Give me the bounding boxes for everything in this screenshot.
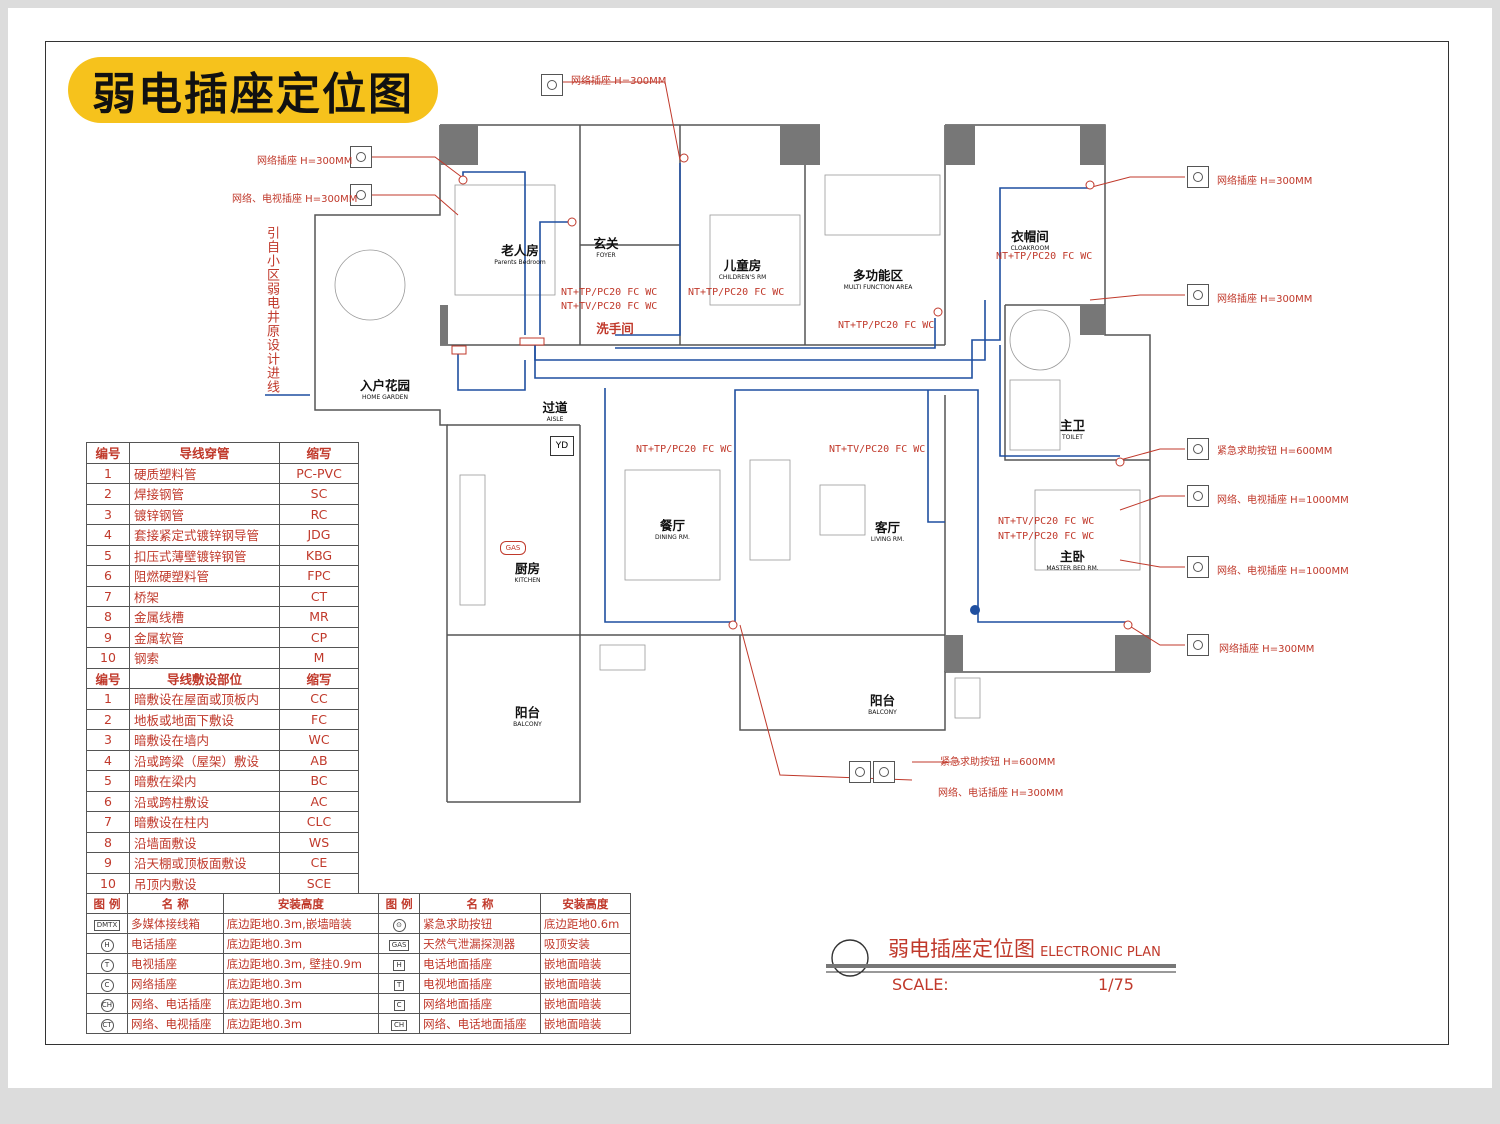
socket-icon xyxy=(1187,556,1209,578)
scale-label: SCALE: xyxy=(892,975,949,994)
socket-icon xyxy=(1187,485,1209,507)
page-title: 弱电插座定位图 xyxy=(68,57,438,123)
table-row: T 电视插座底边距地0.3m, 壁挂0.9m H 电话地面插座嵌地面暗装 xyxy=(86,953,632,974)
callout-label: 网络、电视插座 H=1000MM xyxy=(1217,566,1349,577)
socket-icon xyxy=(350,146,372,168)
tv-socket-symbol-icon: T xyxy=(100,958,114,972)
socket-icon xyxy=(350,184,372,206)
network-socket-symbol-icon: C xyxy=(100,978,114,992)
circuit-label: NT+TP/PC20 FC WC xyxy=(838,320,935,331)
table-row: CT 网络、电视插座底边距地0.3m CH 网络、电话地面插座嵌地面暗装 xyxy=(86,1013,632,1034)
emergency-button-icon xyxy=(873,761,895,783)
network-phone-socket-symbol-icon: CH xyxy=(100,998,114,1012)
symbol-legend-table: 图 例 名 称 安装高度 图 例 名 称 安装高度 DMTX 多媒体接线箱底边距… xyxy=(86,893,632,1034)
table-row: H 电话插座底边距地0.3m GAS 天然气泄漏探测器吸顶安装 xyxy=(86,933,632,954)
callout-label: 网络、电话插座 H=300MM xyxy=(938,788,1064,799)
callout-label: 紧急求助按钮 H=600MM xyxy=(1217,446,1333,457)
phone-socket-symbol-icon: H xyxy=(100,938,114,952)
circuit-label: NT+TP/PC20 FC WC xyxy=(688,287,785,298)
circuit-label: NT+TV/PC20 FC WC xyxy=(998,516,1095,527)
callout-label: 网络、电视插座 H=300MM xyxy=(232,194,358,205)
table-row: C 网络插座底边距地0.3m T 电视地面插座嵌地面暗装 xyxy=(86,973,632,994)
circuit-label: NT+TP/PC20 FC WC xyxy=(561,287,658,298)
circuit-label: NT+TV/PC20 FC WC xyxy=(829,444,926,455)
callout-label: 网络插座 H=300MM xyxy=(571,76,667,87)
callout-label: 网络插座 H=300MM xyxy=(1217,176,1313,187)
callout-label: 紧急求助按钮 H=600MM xyxy=(940,757,1056,768)
dmtx-symbol-icon: DMTX xyxy=(93,920,121,931)
floor-network-phone-socket-symbol-icon: CH xyxy=(391,1020,408,1031)
gas-detector-symbol-icon: GAS xyxy=(388,940,410,951)
table-row: CH 网络、电话插座底边距地0.3m C 网络地面插座嵌地面暗装 xyxy=(86,993,632,1014)
socket-icon xyxy=(1187,284,1209,306)
socket-icon xyxy=(1187,634,1209,656)
gas-detector-tag: GAS xyxy=(500,541,526,555)
room-washroom: 洗手间 xyxy=(596,321,634,336)
socket-icon xyxy=(1187,166,1209,188)
scale-value: 1/75 xyxy=(1098,975,1134,994)
socket-icon xyxy=(541,74,563,96)
emergency-button-symbol-icon: ⊙ xyxy=(392,918,406,932)
callout-label: 网络插座 H=300MM xyxy=(1217,294,1313,305)
yd-tag: YD xyxy=(550,436,574,456)
incoming-line-note: 引自小区弱电井原设计进线 xyxy=(264,226,279,394)
drawing-title-block: 弱电插座定位图 ELECTRONIC PLAN xyxy=(888,933,1161,963)
floor-tv-socket-symbol-icon: T xyxy=(393,980,405,991)
circuit-label: NT+TV/PC20 FC WC xyxy=(561,301,658,312)
emergency-button-icon xyxy=(1187,438,1209,460)
callout-label: 网络、电视插座 H=1000MM xyxy=(1217,495,1349,506)
floor-network-socket-symbol-icon: C xyxy=(393,1000,405,1011)
circuit-label: NT+TP/PC20 FC WC xyxy=(636,444,733,455)
drawing-title-zh: 弱电插座定位图 xyxy=(888,937,1035,961)
circuit-label: NT+TP/PC20 FC WC xyxy=(998,531,1095,542)
callout-label: 网络插座 H=300MM xyxy=(257,156,353,167)
socket-icon xyxy=(849,761,871,783)
table-row: DMTX 多媒体接线箱底边距地0.3m,嵌墙暗装 ⊙ 紧急求助按钮底边距地0.6… xyxy=(86,913,632,934)
drawing-frame xyxy=(45,41,1449,1045)
callout-label: 网络插座 H=300MM xyxy=(1219,644,1315,655)
network-tv-socket-symbol-icon: CT xyxy=(100,1018,114,1032)
circuit-label: NT+TP/PC20 FC WC xyxy=(996,251,1093,262)
drawing-title-en: ELECTRONIC PLAN xyxy=(1040,945,1161,960)
floor-phone-socket-symbol-icon: H xyxy=(393,960,405,971)
